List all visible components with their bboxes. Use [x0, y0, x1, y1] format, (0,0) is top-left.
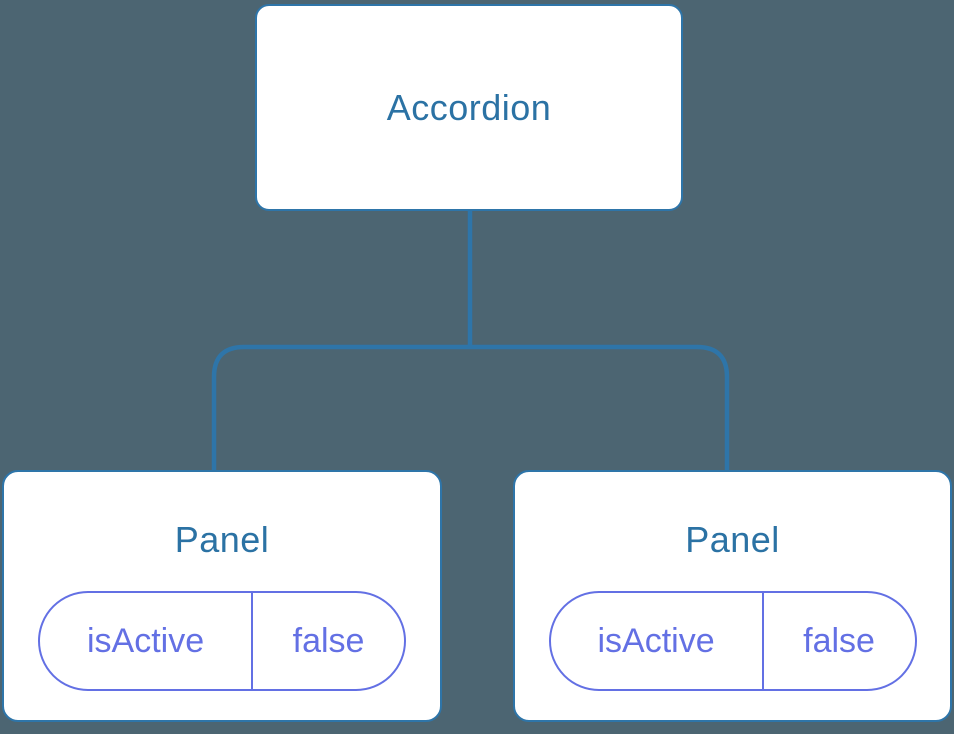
- state-value: false: [292, 621, 365, 660]
- state-key: isActive: [551, 593, 764, 689]
- panel-node-label: Panel: [174, 519, 270, 560]
- panel-node-left: Panel isActive false: [2, 470, 442, 722]
- accordion-node-label: Accordion: [386, 86, 552, 128]
- state-key: isActive: [40, 593, 254, 689]
- state-pill: isActive false: [548, 591, 917, 691]
- state-value: false: [803, 621, 875, 660]
- accordion-node: Accordion: [255, 4, 683, 211]
- panel-node-label: Panel: [685, 519, 780, 560]
- connector-branch-to-panels: [211, 344, 730, 472]
- panel-node-right: Panel isActive false: [513, 470, 952, 722]
- state-pill: isActive false: [38, 591, 406, 691]
